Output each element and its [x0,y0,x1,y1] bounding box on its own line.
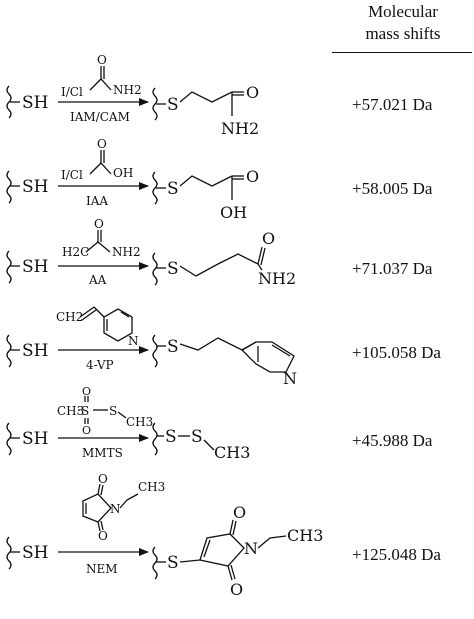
row-aa: SH H2C O NH2 AA S O NH2 [6,217,296,288]
reagent-name: IAA [86,194,108,208]
oxygen: O [94,217,104,231]
header-line-2: mass shifts [365,24,441,43]
header-line-1: Molecular [368,2,438,21]
shift-iaa: +58.005 Da [352,179,433,198]
oxygen: O [262,229,275,248]
wavy-bond-icon [152,334,158,368]
sulfur: S [167,95,179,115]
wavy-bond-icon [6,170,12,204]
oxygen: O [246,167,259,186]
shift-aa: +71.037 Da [352,259,433,278]
pyridine-nitrogen: N [128,334,139,348]
sulfur: S [167,179,179,199]
oxygen: O [233,503,246,522]
oxygen: O [82,424,91,437]
product-group: OH [220,203,247,222]
thiol-label: SH [22,93,48,113]
wavy-bond-icon [6,422,12,456]
product-group: CH3 [214,443,250,462]
oxygen: O [98,529,108,543]
shift-4vp: +105.058 Da [352,343,441,362]
row-iaa: SH I/Cl O OH IAA S O OH [6,137,259,222]
pyridine-nitrogen: N [283,369,297,388]
wavy-bond-icon [152,546,158,580]
reagent-name: AA [88,273,107,287]
reagent-group: NH2 [113,83,142,97]
thiol-label: SH [22,429,48,449]
thiol-label: SH [22,257,48,277]
shift-mmts: +45.988 Da [352,431,433,450]
reagent-group: CH3 [138,480,165,494]
oxygen: O [246,83,259,102]
sulfonyl-s: S [81,404,89,418]
sulfur: S [167,337,179,357]
imide-nitrogen: N [244,539,258,558]
row-mmts: SH CH3 S O O S CH3 MMTS S S CH3 [6,385,250,462]
wavy-bond-icon [152,252,158,286]
reagent-group: NH2 [112,245,141,259]
leaving-label: CH2 [56,310,83,324]
sulfur: S [167,553,179,573]
sulfur: S [167,259,179,279]
row-nem: SH O O N CH3 NEM S O O N CH3 [6,472,323,599]
oxygen: O [230,580,243,599]
product-group: NH2 [221,119,259,138]
wavy-bond-icon [152,171,158,205]
reagent-name: MMTS [82,446,123,460]
sulfur: S [165,427,177,447]
row-4vp: SH CH2 N 4-VP S N [6,306,297,388]
leaving-label: I/Cl [61,168,83,182]
leaving-label: CH3 [57,404,84,418]
reagent-group: OH [113,166,133,180]
thiol-label: SH [22,341,48,361]
reagent-name: IAM/CAM [70,110,130,124]
shift-iam: +57.021 Da [352,95,433,114]
header-rule [332,52,472,53]
product-group: NH2 [258,269,296,288]
wavy-bond-icon [6,250,12,284]
wavy-bond-icon [6,536,12,570]
wavy-bond-icon [152,87,158,121]
reagent-group: CH3 [126,415,153,429]
oxygen: O [97,137,107,151]
product-group: CH3 [287,526,323,545]
wavy-bond-icon [6,334,12,368]
imide-nitrogen: N [110,502,121,516]
reagent-name: 4-VP [86,358,114,372]
shift-nem: +125.048 Da [352,545,441,564]
leaving-label: I/Cl [61,85,83,99]
reagent-name: NEM [86,562,118,576]
thiol-label: SH [22,543,48,563]
oxygen: O [97,53,107,67]
wavy-bond-icon [152,422,158,456]
thio-s: S [109,404,117,418]
thiol-label: SH [22,177,48,197]
oxygen: O [98,472,108,486]
oxygen: O [82,385,91,398]
row-iam: SH I/Cl O NH2 IAM/CAM S O NH2 [6,53,259,138]
sulfur: S [191,427,203,447]
leaving-label: H2C [62,245,89,259]
wavy-bond-icon [6,85,12,119]
